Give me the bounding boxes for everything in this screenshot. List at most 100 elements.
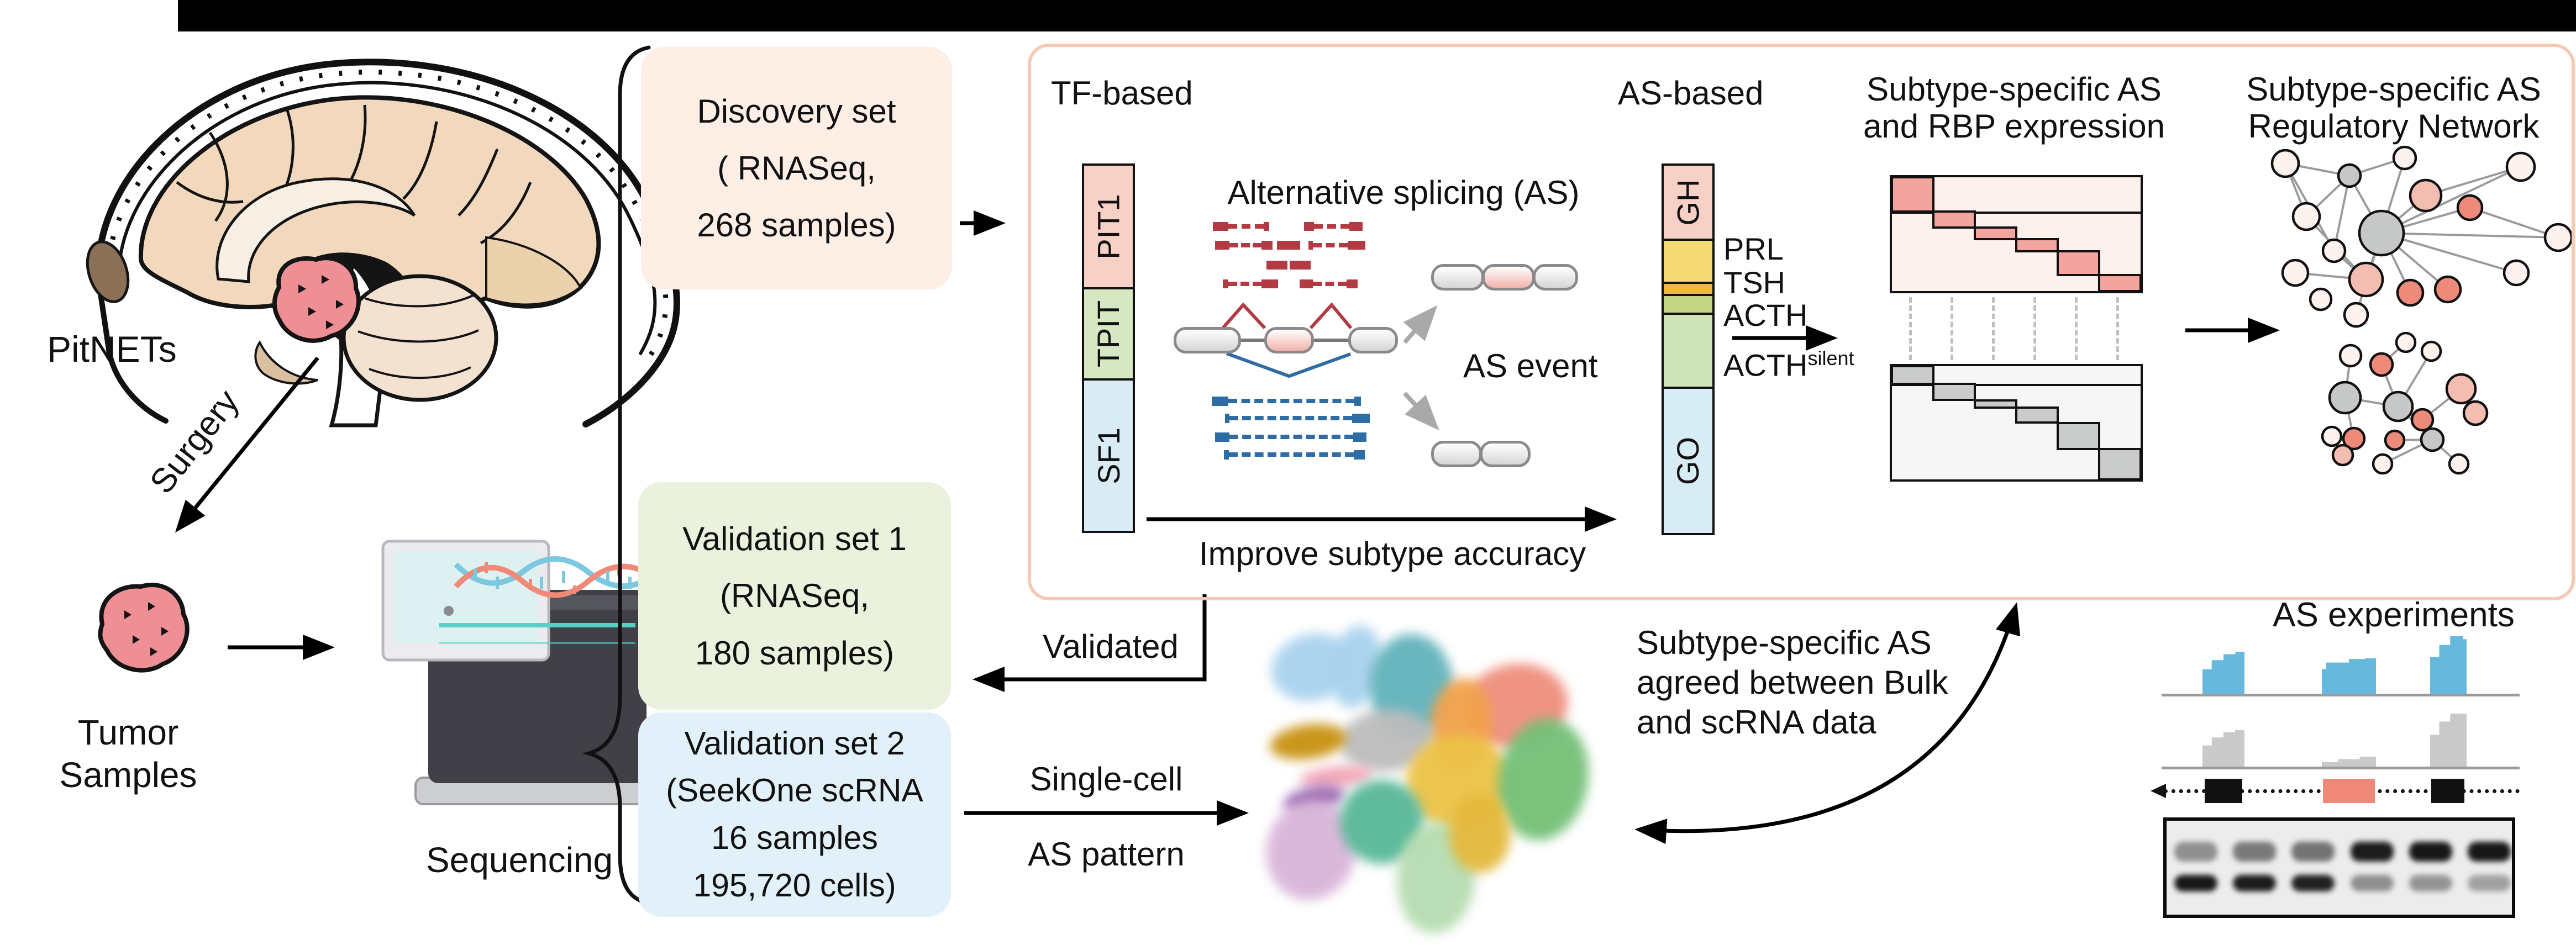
discovery-line: 268 samples) bbox=[697, 207, 896, 244]
gel-band-lower bbox=[2174, 875, 2218, 891]
network-node bbox=[2410, 408, 2435, 432]
gene-exon bbox=[2205, 779, 2242, 803]
gel-band-upper bbox=[2291, 842, 2335, 862]
heatmap-pink-divider bbox=[1892, 211, 2141, 214]
heatmap-connector-line bbox=[1909, 297, 1912, 360]
red-transcript-intron bbox=[1313, 282, 1347, 286]
network-node bbox=[2396, 278, 2425, 307]
tumor-sample-illustration bbox=[98, 582, 190, 673]
red-transcript-intron bbox=[1228, 282, 1261, 286]
network-node bbox=[2448, 453, 2470, 475]
gene-exon bbox=[2431, 779, 2464, 803]
validation1-line: (RNASeq, bbox=[719, 577, 870, 615]
validation1-line: 180 samples) bbox=[695, 634, 895, 672]
network-node bbox=[2382, 390, 2414, 423]
network-node bbox=[2395, 331, 2417, 353]
pitnets-label: PitNETs bbox=[47, 329, 177, 369]
frontal-sinus bbox=[86, 240, 130, 303]
network-node bbox=[2445, 373, 2477, 405]
isoform-included-seg bbox=[1431, 264, 1484, 291]
network-node bbox=[2503, 259, 2530, 287]
red-transcript-exon bbox=[1300, 279, 1313, 288]
red-transcript-intron bbox=[1229, 243, 1261, 247]
validation-set-2-box: Validation set 2 (SeekOne scRNA 16 sampl… bbox=[638, 712, 951, 917]
gel-band-upper bbox=[2174, 842, 2218, 862]
blue-transcript-exon bbox=[1354, 450, 1365, 460]
coverage-baseline bbox=[2162, 767, 2520, 769]
bulk-scrna-agree-arrow bbox=[1634, 602, 2021, 844]
as-bar-side-label: ACTHsilent bbox=[1723, 347, 1854, 383]
tf-bar-segment: SF1 bbox=[1084, 381, 1133, 531]
network-node bbox=[2331, 444, 2354, 467]
blue-transcript-exon bbox=[1354, 396, 1361, 406]
exon-alt bbox=[1264, 327, 1314, 353]
heatmap-gray-block bbox=[1891, 365, 1934, 385]
network-node bbox=[2420, 427, 2445, 452]
heatmap-connector-line bbox=[1992, 297, 1995, 360]
heatmap-pink-block bbox=[1974, 226, 2017, 241]
heatmap-gray-block bbox=[1974, 399, 2017, 409]
arrows bbox=[175, 210, 2280, 844]
coverage-baseline bbox=[2162, 694, 2520, 696]
network-node bbox=[2281, 258, 2310, 287]
as-bar-segment bbox=[1664, 284, 1712, 296]
gel-band-upper bbox=[2233, 842, 2277, 862]
heatmap-gray-block bbox=[2015, 406, 2059, 424]
network-node bbox=[2456, 194, 2484, 221]
network-node bbox=[2342, 426, 2366, 451]
heatmap-pink-block bbox=[2098, 274, 2142, 292]
network-node bbox=[2372, 453, 2394, 475]
brain-illustration bbox=[86, 59, 680, 427]
blue-transcript-exon bbox=[1353, 432, 1366, 442]
blue-transcript-exon bbox=[1224, 450, 1229, 460]
red-transcript-exon bbox=[1261, 241, 1273, 250]
validation2-line: 195,720 cells) bbox=[693, 867, 896, 904]
blue-transcript-exon bbox=[1225, 413, 1229, 423]
as-bar-segment-label: GH bbox=[1670, 179, 1706, 225]
network-node bbox=[2309, 287, 2333, 312]
cerebellum bbox=[341, 274, 498, 402]
network-node bbox=[2270, 149, 2300, 178]
brace bbox=[582, 45, 651, 905]
network-edge bbox=[2469, 207, 2559, 239]
network-edge bbox=[2333, 175, 2351, 251]
surgery-arrow bbox=[175, 356, 319, 533]
improve-accuracy-label: Improve subtype accuracy bbox=[1198, 535, 1586, 572]
validation2-line: (SeekOne scRNA bbox=[666, 772, 923, 809]
red-transcript-exon bbox=[1308, 241, 1313, 250]
tf-bar-segment-label: TPIT bbox=[1091, 300, 1126, 368]
network-edge bbox=[2381, 232, 2517, 274]
validation2-line: Validation set 2 bbox=[684, 725, 905, 762]
isoform-included-seg bbox=[1533, 264, 1578, 291]
as-bar-segment bbox=[1664, 241, 1712, 284]
network-node bbox=[2420, 340, 2442, 362]
heatmap-gray bbox=[1890, 364, 2143, 482]
as-experiments-title: AS experiments bbox=[2273, 596, 2515, 634]
gel-band-upper bbox=[2350, 842, 2394, 862]
heatmap-gray-block bbox=[2057, 421, 2100, 450]
network-node bbox=[2337, 163, 2362, 188]
blue-transcript-intron bbox=[1229, 435, 1353, 439]
red-transcript-exon bbox=[1304, 222, 1314, 231]
heatmap-pink bbox=[1890, 175, 2143, 293]
heatmap-gray-block bbox=[2098, 447, 2142, 481]
as-bar-side-label-sup: silent bbox=[1807, 347, 1854, 369]
network-node bbox=[2321, 425, 2343, 447]
heatmap-pink-block bbox=[2057, 250, 2100, 277]
heatmap-connector-line bbox=[2116, 297, 2119, 360]
gel-band-upper bbox=[2409, 842, 2452, 862]
validation1-line: Validation set 1 bbox=[682, 520, 907, 558]
heatmap-connector-line bbox=[2075, 297, 2078, 360]
as-bar-side-label: TSH bbox=[1723, 265, 1785, 300]
as-pattern-label: AS pattern bbox=[1028, 836, 1185, 873]
gel-band-lower bbox=[2233, 875, 2277, 891]
network-node bbox=[2321, 238, 2347, 263]
corpus-callosum bbox=[215, 177, 416, 283]
heatmap-gray-block bbox=[1932, 382, 1976, 402]
